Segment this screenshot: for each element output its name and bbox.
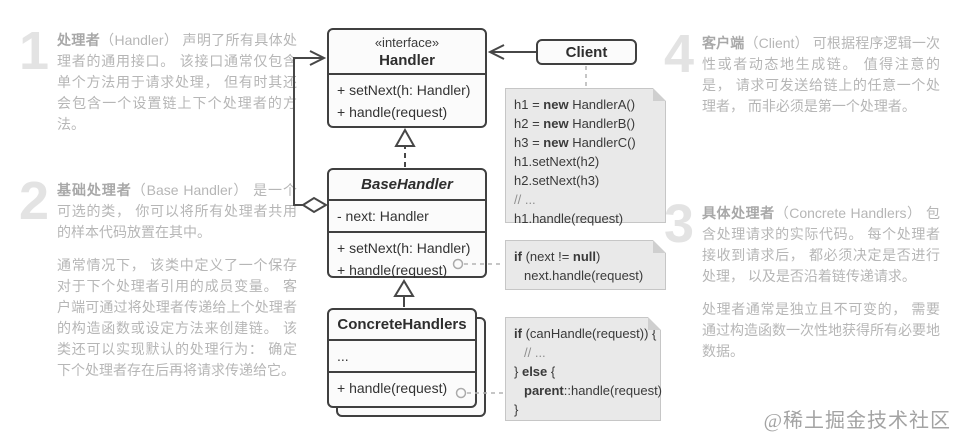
code-line: h3 = new HandlerC() [514,135,636,150]
handler-method-handle: + handle(request) [337,104,448,120]
class-concrete-handlers-methods: + handle(request) [329,373,475,403]
handler-stereotype: «interface» [374,35,440,50]
client-name: Client [565,43,608,61]
annotation-base-handler: 2 基础处理者（Base Handler） 是一个可选的类， 你可以将所有处理者… [19,174,298,393]
code-line: if (canHandle(request)) { [514,326,657,341]
annotation-concrete-handlers-lead: 具体处理者 [702,205,775,221]
class-base-handler-methods: + setNext(h: Handler) + handle(request) [329,233,485,285]
code-line: h1.handle(request) [514,211,624,226]
code-line-comment: // ... [524,345,546,360]
base-handler-name: BaseHandler [361,176,453,193]
annotation-client-lead: 客户端 [702,35,745,51]
annotation-concrete-handlers-text: 具体处理者（Concrete Handlers） 包含处理请求的实际代码。 每个… [702,205,940,284]
annotation-client-text: 客户端（Client） 可根据程序逻辑一次性或者动态地生成链。 值得注意的是， … [702,35,941,114]
annotation-base-handler-text2: 通常情况下， 该类中定义了一个保存对于下个处理者引用的成员变量。 客户端可通过将… [57,257,297,378]
concrete-handlers-ellipsis: ... [337,348,349,364]
annotation-handler: 1 处理者（Handler） 声明了所有具体处理者的通用接口。 该接口通常仅包含… [19,24,298,147]
class-concrete-handlers-header: ConcreteHandlers [329,310,475,341]
code-line: parent::handle(request) [524,383,663,398]
annotation-concrete-handlers-text2: 处理者通常是独立且不可变的， 需要通过构造函数一次性地获得所有必要地数据。 [702,301,940,359]
code-line: h1 = new HandlerA() [514,97,636,112]
base-handler-method-handle: + handle(request) [337,262,448,278]
annotation-number-3: 3 [664,194,695,254]
annotation-number-1: 1 [19,21,50,81]
code-line-comment: // ... [514,192,536,207]
concrete-handlers-name: ConcreteHandlers [337,316,467,333]
code-line: h2 = new HandlerB() [514,116,636,131]
code-line: next.handle(request) [524,268,644,283]
class-base-handler-header: BaseHandler [329,170,485,201]
annotation-base-handler-lead: 基础处理者 [57,182,132,198]
note-base-handler-code: if (next != null) next.handle(request) [505,240,666,290]
code-line: h2.setNext(h3) [514,173,600,188]
annotation-client: 4 客户端（Client） 可根据程序逻辑一次性或者动态地生成链。 值得注意的是… [664,27,941,129]
handler-method-setnext: + setNext(h: Handler) [337,82,471,98]
note-concrete-handler-code: if (canHandle(request)) { // ... } else … [505,317,663,421]
class-concrete-handlers-attributes: ... [329,341,475,373]
annotation-number-4: 4 [664,24,695,84]
annotation-number-2: 2 [19,171,50,231]
watermark: @稀土掘金技术社区 [763,410,951,432]
class-client: Client [536,39,637,65]
class-base-handler-attributes: - next: Handler [329,201,485,233]
annotation-handler-text: 处理者（Handler） 声明了所有具体处理者的通用接口。 该接口通常仅包含单个… [57,32,298,132]
class-handler: «interface» Handler + setNext(h: Handler… [327,28,487,128]
handler-name: Handler [379,52,435,69]
class-base-handler: BaseHandler - next: Handler + setNext(h:… [327,168,487,278]
note-client-code: h1 = new HandlerA() h2 = new HandlerB() … [505,88,666,226]
association-client-to-handler [487,44,536,60]
class-concrete-handlers: ConcreteHandlers ... + handle(request) [327,308,477,408]
annotation-concrete-handlers: 3 具体处理者（Concrete Handlers） 包含处理请求的实际代码。 … [664,197,940,374]
annotation-base-handler-text: 基础处理者（Base Handler） 是一个可选的类， 你可以将所有处理者共用… [57,182,298,240]
aggregation-basehandler-next-handler [293,50,328,214]
code-line: } else { [514,364,556,379]
base-handler-attr-next: - next: Handler [337,208,429,224]
code-line: } [514,402,519,417]
realization-basehandler-to-handler [394,127,416,167]
base-handler-method-setnext: + setNext(h: Handler) [337,240,471,256]
code-line: h1.setNext(h2) [514,154,600,169]
concrete-handlers-method-handle: + handle(request) [337,380,448,396]
class-handler-header: «interface» Handler [329,30,485,75]
class-handler-methods: + setNext(h: Handler) + handle(request) [329,75,485,127]
annotation-handler-lead: 处理者 [57,32,101,48]
code-line: if (next != null) [514,249,601,264]
